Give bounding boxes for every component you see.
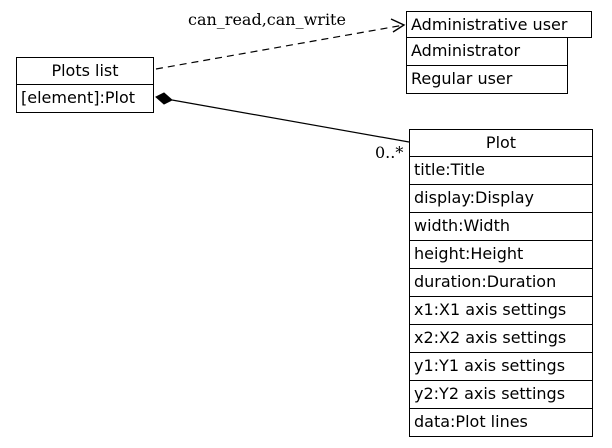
class-plot: Plot title:Title display:Display width:W… bbox=[409, 129, 593, 437]
class-plots-list-attribute: [element]:Plot bbox=[16, 85, 154, 113]
composition-multiplicity: 0..* bbox=[375, 143, 403, 162]
composition-relation-line bbox=[171, 99, 410, 143]
class-plot-name: Plot bbox=[409, 129, 593, 157]
subtype-administrator: Administrator bbox=[406, 38, 568, 66]
plot-attribute-y1: y1:Y1 axis settings bbox=[409, 353, 593, 381]
plot-attribute-title: title:Title bbox=[409, 157, 593, 185]
plot-attribute-x1: x1:X1 axis settings bbox=[409, 297, 593, 325]
plot-attribute-x2: x2:X2 axis settings bbox=[409, 325, 593, 353]
access-relation-line bbox=[155, 24, 405, 70]
class-administrative-user-name: Administrative user bbox=[406, 11, 592, 38]
plot-attribute-y2: y2:Y2 axis settings bbox=[409, 381, 593, 409]
plot-attribute-duration: duration:Duration bbox=[409, 269, 593, 297]
class-plots-list-name: Plots list bbox=[16, 57, 154, 85]
subtype-regular-user: Regular user bbox=[406, 66, 568, 94]
class-plots-list: Plots list [element]:Plot bbox=[16, 57, 154, 113]
composition-diamond bbox=[155, 92, 173, 105]
access-relation-label: can_read,can_write bbox=[188, 10, 346, 29]
plot-attribute-width: width:Width bbox=[409, 213, 593, 241]
plot-attribute-display: display:Display bbox=[409, 185, 593, 213]
plot-attribute-height: height:Height bbox=[409, 241, 593, 269]
class-administrative-user: Administrative user Administrator Regula… bbox=[406, 11, 592, 94]
access-relation-arrowhead bbox=[390, 18, 406, 33]
plot-attribute-data: data:Plot lines bbox=[409, 409, 593, 437]
